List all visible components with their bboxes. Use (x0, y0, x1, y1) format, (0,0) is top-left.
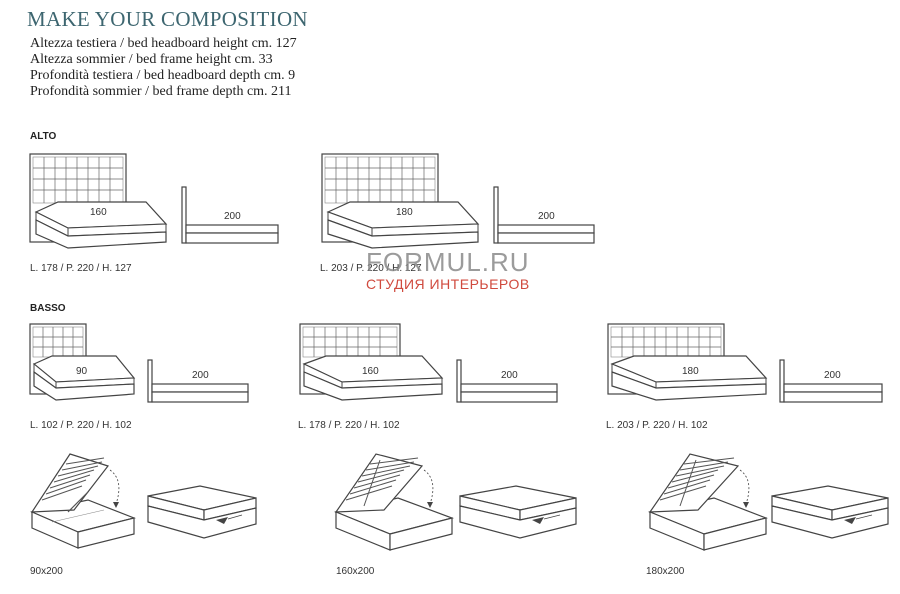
bed-dimensions: L. 102 / P. 220 / H. 102 (30, 420, 132, 431)
spec-headboard-height: Altezza testiera / bed headboard height … (30, 36, 297, 51)
bed-width-label: 180 (682, 366, 699, 377)
storage-size-label: 160x200 (336, 566, 375, 577)
bed-dimensions: L. 178 / P. 220 / H. 102 (298, 420, 400, 431)
spec-frame-depth: Profondità sommier / bed frame depth cm.… (30, 84, 292, 99)
bed-length-label: 200 (224, 211, 241, 222)
bed-dimensions: L. 203 / P. 220 / H. 102 (606, 420, 708, 431)
storage-open-drawing (30, 453, 136, 549)
bed-dimensions: L. 178 / P. 220 / H. 127 (30, 263, 132, 274)
spec-headboard-depth: Profondità testiera / bed headboard dept… (30, 68, 296, 83)
bed-front-drawing: 160 (299, 323, 444, 401)
storage-closed-drawing (147, 485, 257, 539)
bed-width-label: 160 (90, 207, 107, 218)
bed-front-drawing: 160 (29, 153, 168, 249)
bed-front-drawing: 180 (607, 323, 768, 401)
section-label-basso: BASSO (30, 303, 66, 314)
bed-width-label: 180 (396, 207, 413, 218)
bed-side-drawing: 200 (181, 186, 279, 244)
spec-list: Altezza testiera / bed headboard height … (30, 36, 297, 100)
bed-length-label: 200 (501, 370, 518, 381)
storage-size-label: 180x200 (646, 566, 685, 577)
storage-closed-drawing (771, 485, 889, 539)
bed-length-label: 200 (824, 370, 841, 381)
bed-length-label: 200 (192, 370, 209, 381)
bed-front-drawing: 90 (29, 323, 136, 401)
storage-open-drawing (334, 453, 455, 551)
bed-front-drawing: 180 (321, 153, 480, 249)
section-label-alto: ALTO (30, 131, 57, 142)
storage-size-label: 90x200 (30, 566, 63, 577)
bed-side-drawing: 200 (493, 186, 595, 244)
bed-side-drawing: 200 (456, 359, 558, 403)
page-title: MAKE YOUR COMPOSITION (27, 7, 308, 31)
bed-width-label: 160 (362, 366, 379, 377)
watermark-tagline: СТУДИЯ ИНТЕРЬЕРОВ (366, 276, 530, 292)
watermark-brand: FORMUL.RU (366, 247, 530, 277)
bed-dimensions: L. 203 / P. 220 / H. 127 (320, 263, 422, 274)
storage-open-drawing (647, 453, 768, 551)
bed-width-label: 90 (76, 366, 88, 377)
bed-length-label: 200 (538, 211, 555, 222)
bed-side-drawing: 200 (147, 359, 249, 403)
storage-closed-drawing (459, 485, 577, 539)
bed-side-drawing: 200 (779, 359, 883, 403)
spec-frame-height: Altezza sommier / bed frame height cm. 3… (30, 52, 273, 67)
